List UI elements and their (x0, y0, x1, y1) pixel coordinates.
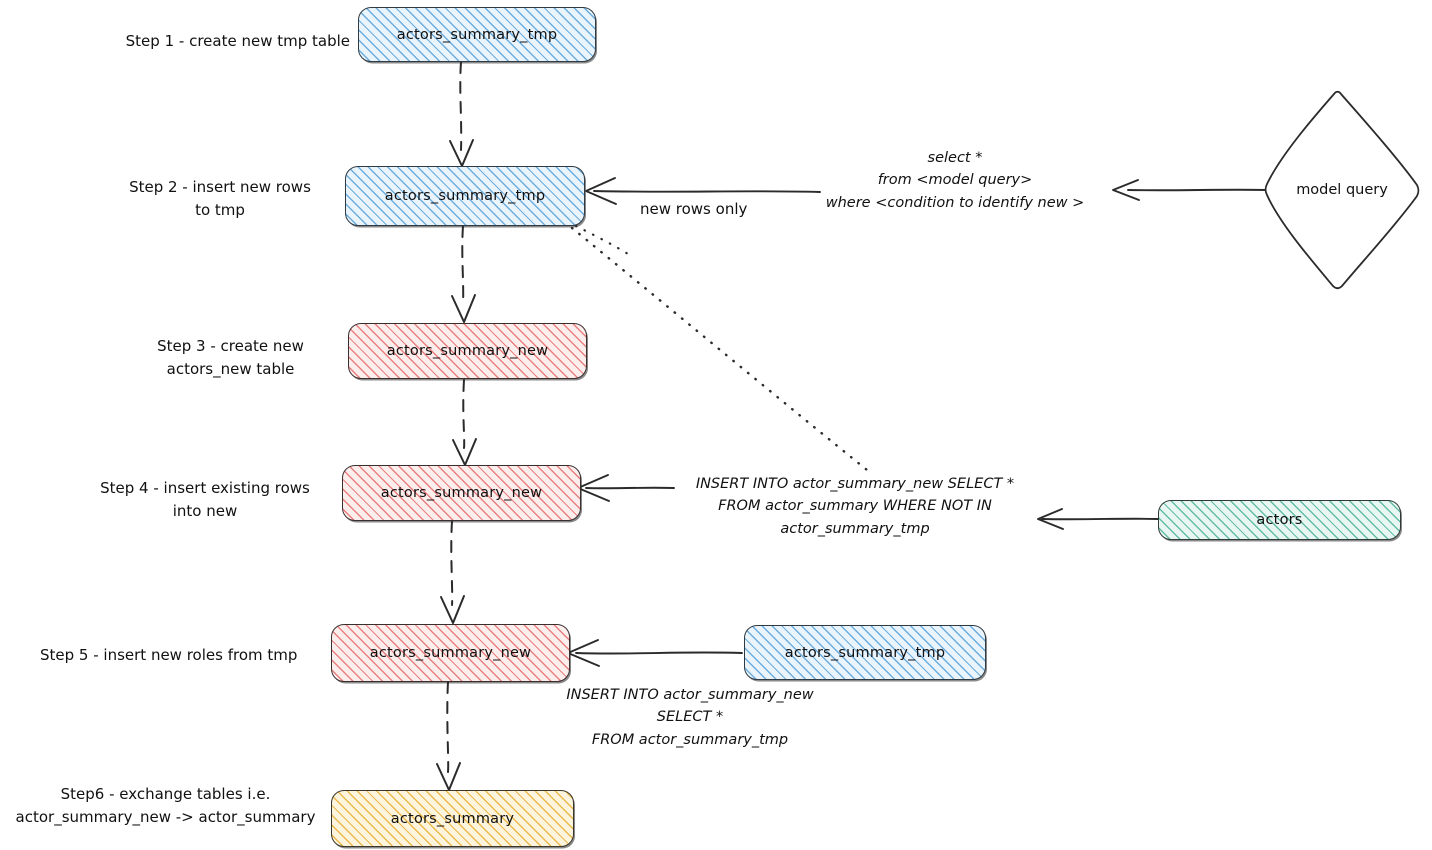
annotation-step4-sql: INSERT INTO actor_summary_new SELECT * F… (695, 476, 1015, 537)
node-step5-new-table[interactable]: actors_summary_new (331, 624, 570, 682)
node-model-query[interactable]: model query (1262, 90, 1422, 290)
node-step1-tmp-table-label: actors_summary_tmp (396, 26, 558, 43)
node-step3-new-table[interactable]: actors_summary_new (348, 323, 587, 379)
edge-step5-to-step6 (436, 681, 461, 791)
node-step2-tmp-table-label: actors_summary_tmp (384, 188, 546, 204)
node-actors-source-table-label: actors (1256, 512, 1303, 528)
node-step6-summary-table-label: actors_summary (390, 810, 515, 827)
edge-step1-to-step2 (449, 61, 474, 167)
node-model-query-label: model query (1296, 182, 1388, 198)
node-step2-tmp-table[interactable]: actors_summary_tmp (345, 166, 585, 226)
annotation-new-rows-only: new rows only (640, 200, 748, 218)
step-6-label: Step6 - exchange tables i.e. actor_summa… (15, 785, 316, 826)
step-1-label: Step 1 - create new tmp table (125, 32, 350, 50)
edge-step5tmp-to-step5new (567, 639, 743, 667)
annotation-model-query-sql: select * from <model query> where <condi… (825, 150, 1085, 211)
annotation-step5-sql: INSERT INTO actor_summary_new SELECT * F… (566, 687, 814, 748)
edge-step2-to-step3 (451, 225, 476, 323)
edge-step2-dotted-to-step4-sql (570, 224, 874, 476)
node-step4-new-table[interactable]: actors_summary_new (342, 465, 581, 521)
step-4-label: Step 4 - insert existing rows into new (100, 479, 310, 520)
step-2-label: Step 2 - insert new rows to tmp (129, 178, 311, 219)
node-step6-summary-table[interactable]: actors_summary (331, 790, 574, 847)
step-3-label: Step 3 - create new actors_new table (157, 337, 304, 378)
node-step5-new-table-label: actors_summary_new (369, 645, 532, 661)
node-step5-tmp-table-label: actors_summary_tmp (784, 644, 946, 661)
node-step3-new-table-label: actors_summary_new (386, 343, 549, 359)
node-step5-tmp-table[interactable]: actors_summary_tmp (744, 625, 986, 680)
node-actors-source-table[interactable]: actors (1158, 500, 1401, 540)
node-step1-tmp-table[interactable]: actors_summary_tmp (358, 7, 596, 62)
diamond-shape (1264, 90, 1420, 290)
node-step4-new-table-label: actors_summary_new (380, 485, 543, 501)
edge-step3-to-step4 (452, 379, 477, 466)
edge-step4-to-step5 (440, 520, 465, 624)
step-5-label: Step 5 - insert new roles from tmp (40, 646, 298, 664)
